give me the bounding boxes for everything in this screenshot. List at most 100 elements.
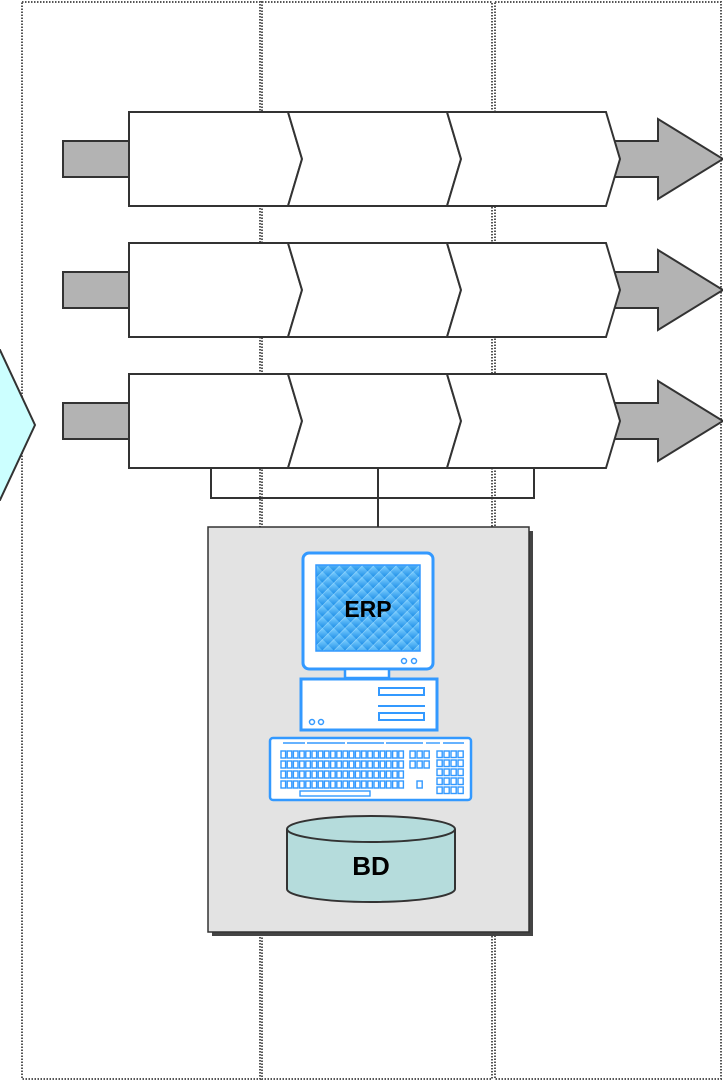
process-chevron [445, 373, 622, 469]
key [336, 750, 343, 759]
process-chevron [128, 242, 304, 338]
key [286, 760, 293, 769]
key [280, 750, 287, 759]
key [298, 770, 305, 779]
key [416, 780, 423, 789]
key [336, 760, 343, 769]
key [443, 750, 450, 759]
key [305, 750, 312, 759]
key [323, 750, 330, 759]
key [398, 750, 405, 759]
left-hexagon-shape [0, 349, 37, 501]
key [348, 760, 355, 769]
key [409, 750, 416, 759]
key [423, 760, 430, 769]
key [436, 786, 443, 795]
process-chevron [445, 111, 622, 207]
key [379, 760, 386, 769]
key [348, 780, 355, 789]
database-top [286, 815, 456, 843]
spacebar [299, 790, 371, 797]
key [367, 780, 374, 789]
key [436, 777, 443, 786]
connector-lines [210, 468, 535, 528]
key [450, 750, 457, 759]
key [457, 777, 464, 786]
key [360, 760, 367, 769]
power-dot [400, 657, 408, 665]
input-arrow-stub [62, 140, 131, 178]
database-label: BD [352, 851, 390, 881]
key [457, 768, 464, 777]
monitor-neck [343, 667, 391, 680]
drive-slot [378, 712, 425, 721]
key [373, 780, 380, 789]
key [379, 770, 386, 779]
key [379, 780, 386, 789]
process-chevron [445, 242, 622, 338]
key [416, 760, 423, 769]
database-icon: BD [286, 815, 456, 903]
key [286, 750, 293, 759]
key [348, 770, 355, 779]
key [323, 780, 330, 789]
key [373, 750, 380, 759]
key [391, 760, 398, 769]
key [286, 770, 293, 779]
process-chevron [128, 111, 304, 207]
key [305, 780, 312, 789]
input-arrow-stub [62, 402, 131, 440]
key [317, 780, 324, 789]
key [443, 759, 450, 768]
key [354, 780, 361, 789]
key [311, 770, 318, 779]
key [385, 750, 392, 759]
key [329, 770, 336, 779]
key [311, 760, 318, 769]
key [457, 786, 464, 795]
key [342, 780, 349, 789]
key [329, 750, 336, 759]
process-row [62, 111, 723, 207]
key [280, 780, 287, 789]
key [457, 759, 464, 768]
key [367, 770, 374, 779]
key [342, 770, 349, 779]
key [354, 750, 361, 759]
erp-system-box: ERP BD [207, 526, 533, 936]
key [385, 770, 392, 779]
key [305, 760, 312, 769]
cpu-light [317, 718, 325, 726]
drive-slot [378, 687, 425, 696]
process-rows [62, 111, 723, 469]
key [367, 750, 374, 759]
key [354, 760, 361, 769]
cpu-icon [299, 677, 439, 732]
key [409, 760, 416, 769]
monitor-screen [315, 564, 421, 652]
key [379, 750, 386, 759]
key [342, 750, 349, 759]
key [436, 750, 443, 759]
key [450, 786, 457, 795]
key [385, 760, 392, 769]
key [336, 770, 343, 779]
lane-1 [21, 1, 261, 1080]
key [450, 768, 457, 777]
key [398, 780, 405, 789]
key [443, 777, 450, 786]
key [367, 760, 374, 769]
process-row [62, 242, 723, 338]
keyboard-icon [268, 736, 473, 802]
key [305, 770, 312, 779]
key [280, 770, 287, 779]
power-dot [410, 657, 418, 665]
key [436, 768, 443, 777]
bracket-line [210, 468, 535, 499]
key [292, 770, 299, 779]
key [292, 760, 299, 769]
key [373, 760, 380, 769]
process-chevron [286, 242, 463, 338]
key [342, 760, 349, 769]
